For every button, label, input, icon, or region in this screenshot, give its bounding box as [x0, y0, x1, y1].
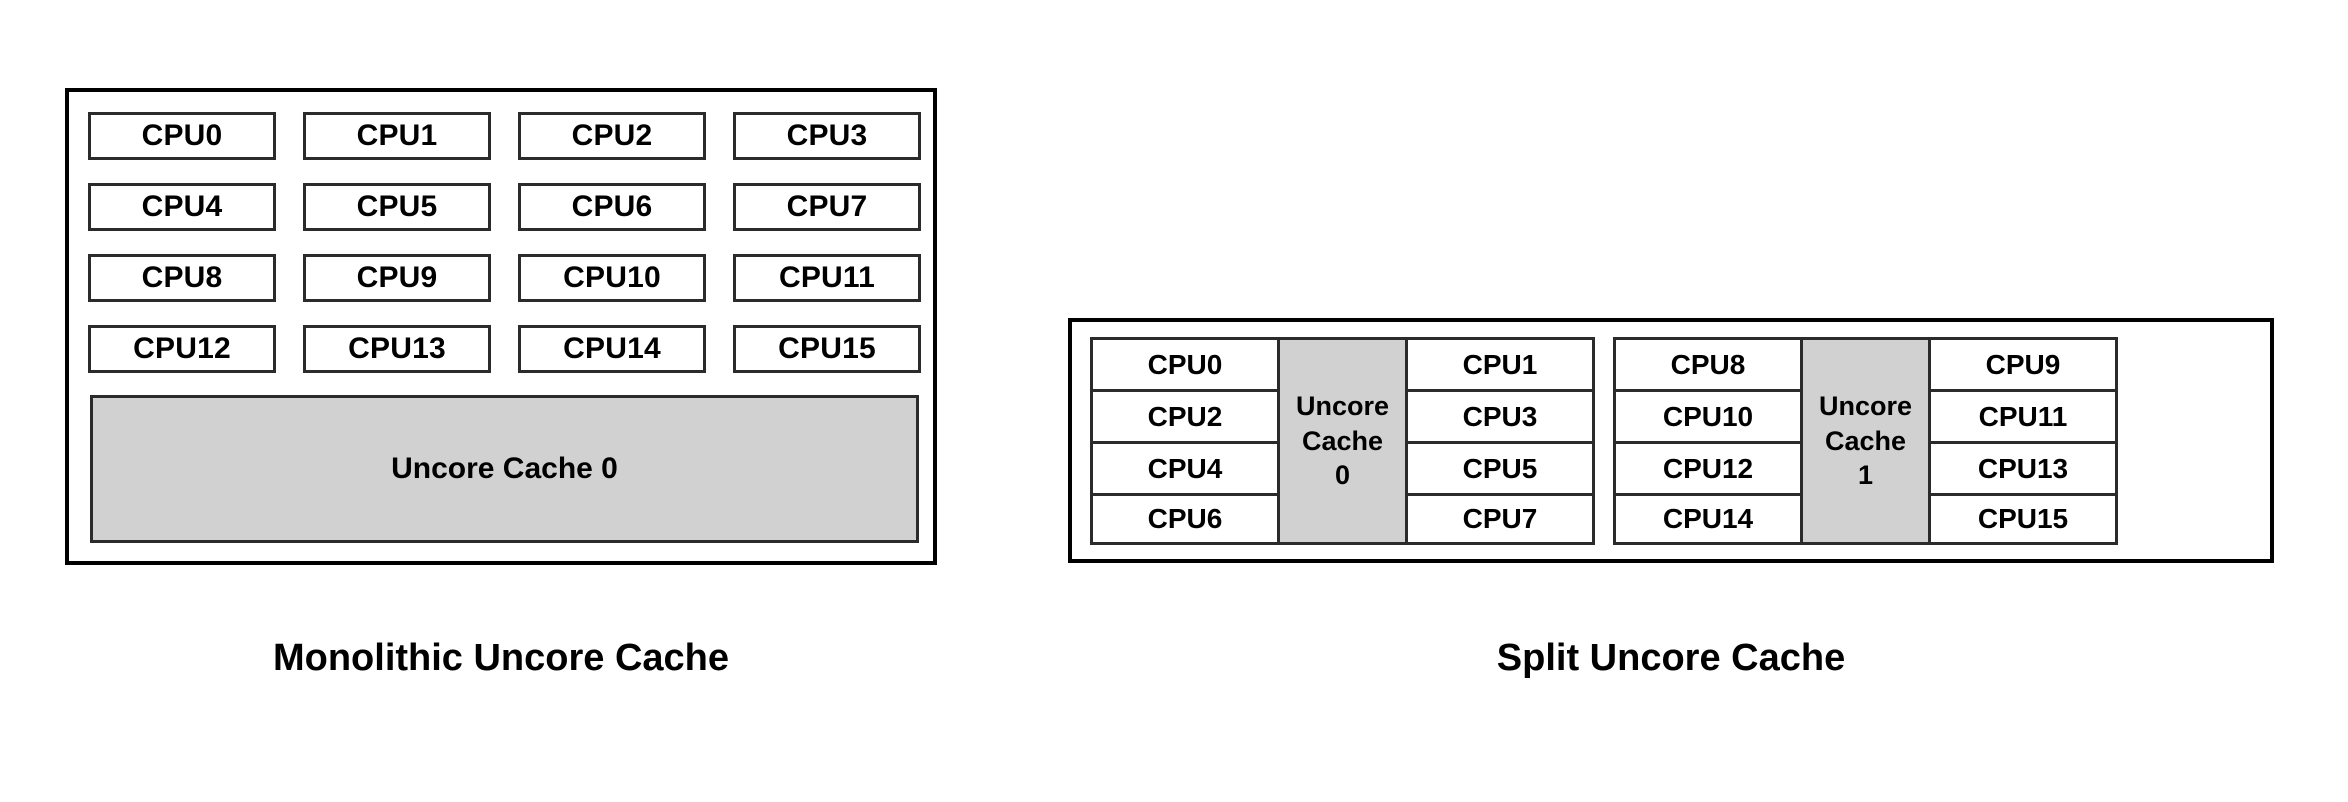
cpu-column-left: CPU8 CPU10 CPU12 CPU14 [1613, 337, 1803, 545]
cpu-label: CPU3 [1462, 400, 1538, 432]
cpu-label: CPU0 [141, 119, 223, 152]
cpu-column-right: CPU9 CPU11 CPU13 CPU15 [1928, 337, 2118, 545]
uncore-cache-block: Uncore Cache 0 [1280, 337, 1405, 545]
cpu-cell: CPU5 [1405, 441, 1595, 493]
uncore-cache-label-line1: Uncore [1295, 391, 1390, 422]
cpu-label: CPU2 [1147, 400, 1223, 432]
cpu-label: CPU7 [786, 190, 868, 223]
cpu-cell: CPU14 [1613, 493, 1803, 545]
cpu-label: CPU5 [356, 190, 438, 223]
cpu-label: CPU15 [1977, 503, 2069, 534]
cpu-label: CPU8 [1670, 348, 1746, 380]
cpu-cell: CPU9 [1928, 337, 2118, 389]
split-group-0: CPU0 CPU2 CPU4 CPU6 Uncore Cache 0 CPU1 … [1090, 337, 1595, 545]
cpu-cell: CPU7 [733, 183, 921, 231]
cpu-label: CPU6 [1147, 503, 1223, 534]
cpu-label: CPU13 [1977, 452, 2069, 484]
cpu-label: CPU1 [356, 119, 438, 152]
split-cache-groups: CPU0 CPU2 CPU4 CPU6 Uncore Cache 0 CPU1 … [1090, 337, 2118, 545]
cpu-label: CPU14 [1662, 503, 1754, 534]
cpu-cell: CPU0 [1090, 337, 1280, 389]
split-group-1: CPU8 CPU10 CPU12 CPU14 Uncore Cache 1 CP… [1613, 337, 2118, 545]
uncore-cache-block: Uncore Cache 1 [1803, 337, 1928, 545]
uncore-cache-block: Uncore Cache 0 [90, 395, 919, 543]
caption-split-uncore-cache: Split Uncore Cache [1496, 637, 1846, 679]
cpu-label: CPU2 [571, 119, 653, 152]
cpu-label: CPU13 [348, 332, 446, 365]
uncore-cache-label-line2: Cache [1301, 425, 1384, 456]
cpu-cell: CPU14 [518, 325, 706, 373]
cpu-label: CPU6 [571, 190, 653, 223]
monolithic-uncore-cache-diagram: CPU0 CPU1 CPU2 CPU3 CPU4 CPU5 CPU6 CPU7 … [65, 88, 937, 565]
cpu-label: CPU4 [1147, 452, 1223, 484]
cpu-label: CPU15 [778, 332, 876, 365]
cpu-cell: CPU2 [1090, 389, 1280, 441]
cpu-cell: CPU4 [88, 183, 276, 231]
cpu-label: CPU3 [786, 119, 868, 152]
caption-monolithic-uncore-cache: Monolithic Uncore Cache [272, 637, 730, 679]
cpu-cell: CPU2 [518, 112, 706, 160]
cpu-cell: CPU11 [733, 254, 921, 302]
cpu-cell: CPU15 [1928, 493, 2118, 545]
cpu-label: CPU0 [1147, 348, 1223, 380]
cpu-cell: CPU7 [1405, 493, 1595, 545]
cpu-cell: CPU0 [88, 112, 276, 160]
cpu-cell: CPU9 [303, 254, 491, 302]
cpu-label: CPU11 [1978, 400, 2068, 432]
cpu-cell: CPU4 [1090, 441, 1280, 493]
cpu-label: CPU8 [141, 261, 223, 294]
cpu-label: CPU12 [133, 332, 231, 365]
uncore-cache-label-line3: 1 [1857, 460, 1874, 491]
cpu-cell: CPU3 [733, 112, 921, 160]
cpu-cell: CPU8 [88, 254, 276, 302]
cpu-cell: CPU15 [733, 325, 921, 373]
cpu-cell: CPU3 [1405, 389, 1595, 441]
cpu-column-right: CPU1 CPU3 CPU5 CPU7 [1405, 337, 1595, 545]
monolithic-cpu-grid: CPU0 CPU1 CPU2 CPU3 CPU4 CPU5 CPU6 CPU7 … [88, 112, 921, 373]
cpu-cell: CPU11 [1928, 389, 2118, 441]
uncore-cache-label-line3: 0 [1334, 460, 1351, 491]
cpu-label: CPU10 [1662, 400, 1754, 432]
cpu-label: CPU4 [141, 190, 223, 223]
cpu-label: CPU9 [1985, 348, 2061, 380]
cpu-cell: CPU6 [1090, 493, 1280, 545]
split-uncore-cache-diagram: CPU0 CPU2 CPU4 CPU6 Uncore Cache 0 CPU1 … [1068, 318, 2274, 563]
cpu-cell: CPU10 [1613, 389, 1803, 441]
cpu-column-left: CPU0 CPU2 CPU4 CPU6 [1090, 337, 1280, 545]
cpu-label: CPU11 [778, 261, 876, 294]
cpu-label: CPU9 [356, 261, 438, 294]
cpu-cell: CPU8 [1613, 337, 1803, 389]
uncore-cache-label-line1: Uncore [1818, 391, 1913, 422]
cpu-cell: CPU6 [518, 183, 706, 231]
cpu-cell: CPU1 [1405, 337, 1595, 389]
cpu-label: CPU14 [563, 332, 661, 365]
cpu-label: CPU10 [563, 261, 661, 294]
cpu-label: CPU12 [1662, 452, 1754, 484]
cpu-cell: CPU1 [303, 112, 491, 160]
cpu-label: CPU5 [1462, 452, 1538, 484]
cpu-cell: CPU13 [1928, 441, 2118, 493]
cpu-cell: CPU5 [303, 183, 491, 231]
cpu-label: CPU1 [1462, 348, 1538, 380]
cpu-cell: CPU10 [518, 254, 706, 302]
uncore-cache-label-line2: Cache [1824, 425, 1907, 456]
cpu-cell: CPU12 [88, 325, 276, 373]
cpu-cell: CPU13 [303, 325, 491, 373]
cpu-label: CPU7 [1462, 503, 1538, 534]
uncore-cache-label: Uncore Cache 0 [391, 452, 618, 485]
cpu-cell: CPU12 [1613, 441, 1803, 493]
